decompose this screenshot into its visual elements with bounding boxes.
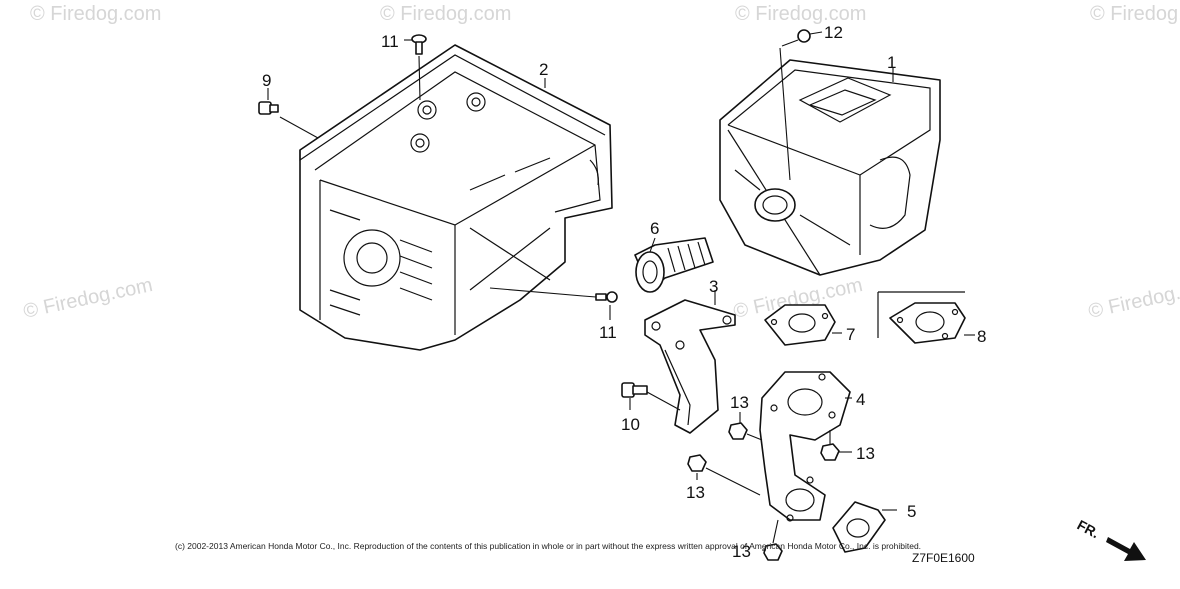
diagram-code: Z7F0E1600	[912, 551, 975, 565]
nut-13-c	[687, 454, 761, 496]
callout-13-d: 13	[732, 542, 751, 561]
gasket-8	[877, 291, 975, 344]
watermark-top-4: © Firedog.com	[1090, 3, 1180, 25]
muffler-body	[719, 59, 941, 276]
nut-13-d	[762, 519, 783, 561]
callout-3: 3	[709, 277, 718, 296]
muffler-protector	[299, 44, 613, 351]
watermark-top-1: © Firedog.com	[30, 3, 161, 25]
callout-11-side: 11	[599, 323, 617, 342]
callout-9: 9	[262, 71, 271, 90]
callout-2: 2	[539, 60, 548, 79]
callout-13-a: 13	[730, 393, 749, 412]
front-direction-marker: FR.	[1075, 517, 1146, 561]
nut-13-b	[820, 430, 852, 461]
callout-13-c: 13	[686, 483, 705, 502]
gasket-5	[832, 501, 897, 553]
bolt-9	[258, 88, 319, 139]
callout-6: 6	[650, 219, 659, 238]
callout-1: 1	[887, 53, 896, 72]
callouts: 1 2 3 4 5 6 7 8 9 10 11 11 12 13 13 13 1…	[262, 23, 986, 561]
callout-7: 7	[846, 325, 855, 344]
callout-10: 10	[621, 415, 640, 434]
screw-11-side	[489, 287, 618, 320]
bolt-10	[621, 382, 681, 411]
screw-11-top	[404, 34, 427, 101]
spark-arrester-screen	[634, 237, 714, 293]
callout-8: 8	[977, 327, 986, 346]
callout-11-top: 11	[381, 32, 399, 51]
nut-13-a	[728, 412, 763, 441]
callout-4: 4	[856, 390, 865, 409]
callout-5: 5	[907, 502, 916, 521]
watermark-top-3: © Firedog.com	[735, 3, 866, 25]
callout-12: 12	[824, 23, 843, 42]
copyright-notice: (c) 2002-2013 American Honda Motor Co., …	[175, 541, 921, 551]
muffler-stay	[644, 290, 736, 434]
front-arrow-icon	[1106, 537, 1146, 561]
front-label: FR.	[1075, 517, 1102, 542]
screw-12	[779, 29, 823, 181]
watermark-top-2: © Firedog.com	[380, 3, 511, 25]
callout-13-b: 13	[856, 444, 875, 463]
exhaust-pipe	[759, 371, 852, 522]
watermark-mid-4: © Firedog.com	[1086, 274, 1180, 323]
gasket-7	[764, 304, 842, 346]
watermark-mid-1: © Firedog.com	[21, 274, 154, 323]
